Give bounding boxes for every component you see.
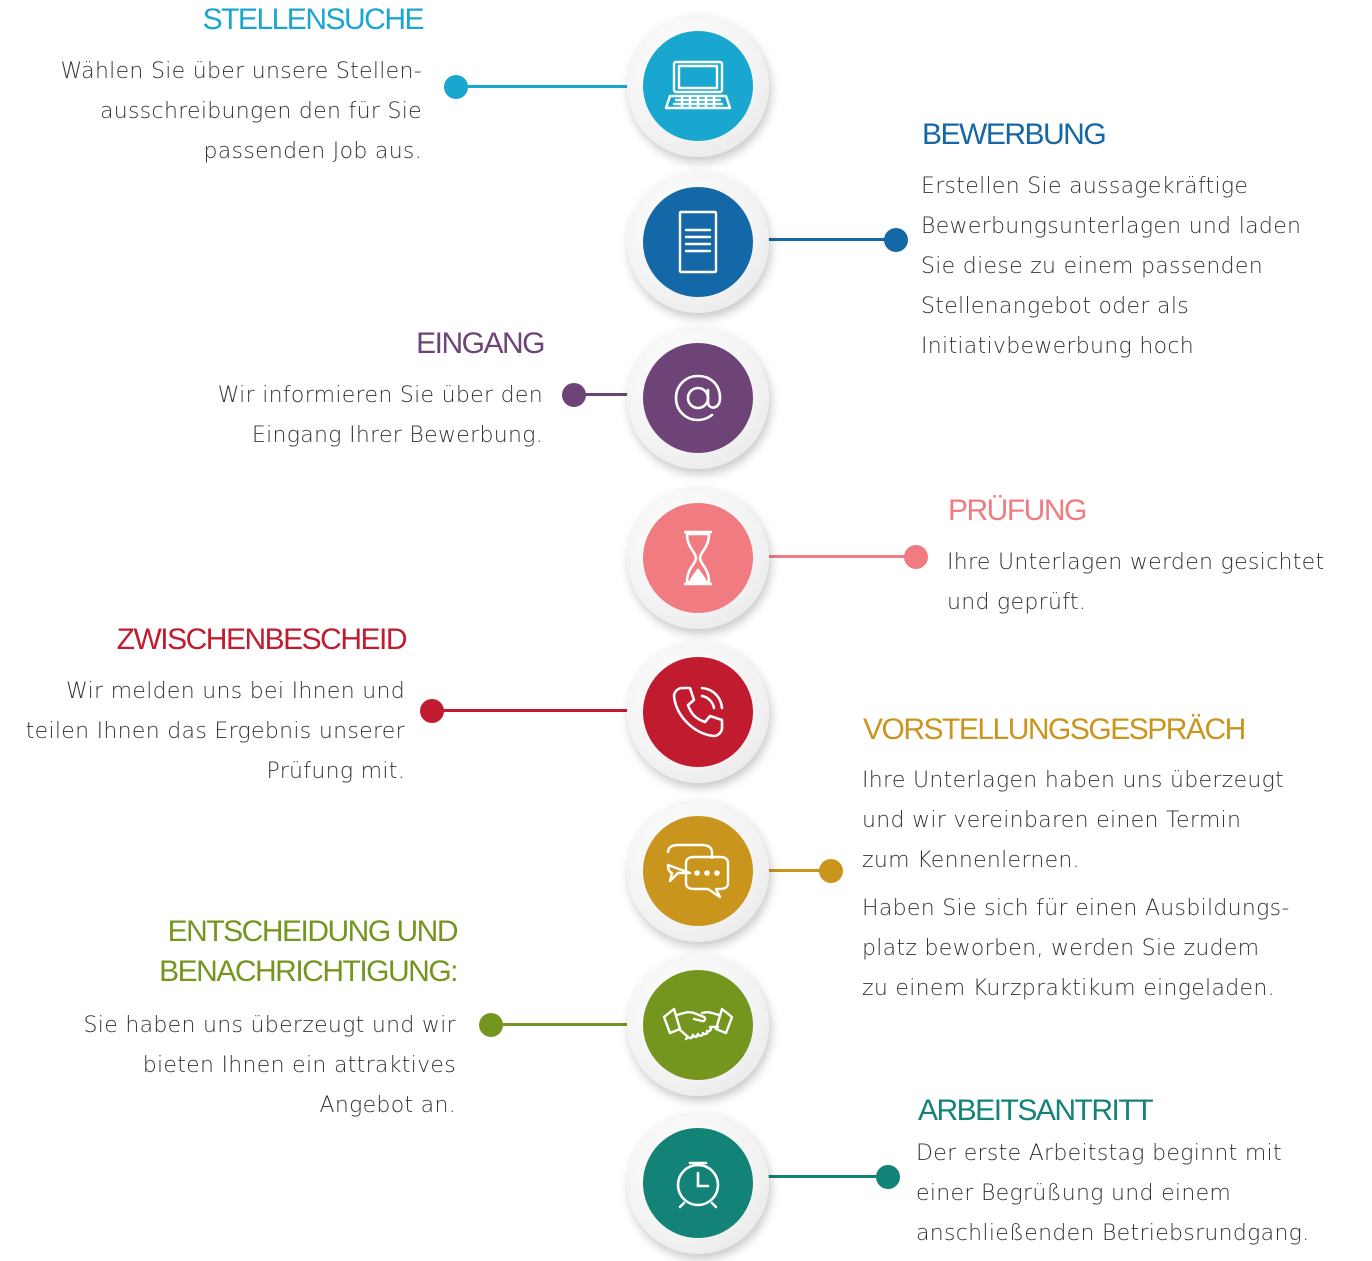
title-text: VORSTELLUNGSGESPRÄCH [863,713,1246,746]
connector-dot [876,1165,900,1189]
title-text: PRÜFUNG [948,494,1087,527]
title-arbeitsantritt: ARBEITSANTRITT [918,1093,1154,1129]
text-line: Erstellen Sie aussagekräftige [921,174,1249,199]
title-text: STELLENSUCHE [202,3,425,36]
text-line: Wählen Sie über unsere Stellen- [60,59,422,84]
step-circle-vorstellungsgespraech [627,800,769,942]
laptop-icon [664,60,732,110]
text-line: Der erste Arbeitstag beginnt mit [916,1141,1282,1166]
text-line: zum Kennenlernen. [862,848,1080,873]
hourglass-icon [684,530,712,586]
text-stellensuche: Wählen Sie über unsere Stellen- ausschre… [0,52,422,172]
text-line: und geprüft. [947,590,1087,615]
step-circle-pruefung [627,487,769,629]
title-text: BENACHRICHTIGUNG: [159,955,458,988]
connector-line [432,709,640,712]
clock-icon [676,1161,720,1209]
step-circle-zwischenbescheid [627,641,769,783]
text-line: zu einem Kurzpraktikum eingeladen. [862,976,1275,1001]
title-text: EINGANG [416,327,545,360]
connector-line [760,238,896,241]
phone-icon [672,686,724,738]
title-vorstellungsgespraech: VORSTELLUNGSGESPRÄCH [863,712,1246,748]
text-vorstellungsgespraech: Ihre Unterlagen haben uns überzeugt und … [862,761,1367,1009]
title-entscheidung: ENTSCHEIDUNG UND BENACHRICHTIGUNG: [159,912,459,992]
text-line: Eingang Ihrer Bewerbung. [251,423,543,448]
connector-line [491,1023,640,1026]
text-line: ausschreibungen den für Sie [100,99,422,124]
text-line: bieten Ihnen ein attraktives [142,1053,456,1078]
step-circle-bewerbung [627,171,769,313]
text-line: Ihre Unterlagen werden gesichtet [947,550,1325,575]
at-sign-icon [674,374,722,422]
title-text: ARBEITSANTRITT [918,1094,1154,1127]
title-eingang: EINGANG [416,326,545,362]
text-line: einer Begrüßung und einem [916,1181,1232,1206]
step-circle-eingang [627,327,769,469]
step-circle-entscheidung [627,954,769,1096]
text-line: Initiativbewerbung hoch [921,334,1194,359]
connector-dot [884,228,908,252]
text-line: passenden Job aus. [203,139,422,164]
connector-dot [904,545,928,569]
step-circle-arbeitsantritt [627,1112,769,1254]
text-line: Ihre Unterlagen haben uns überzeugt [862,768,1285,793]
connector-dot [819,859,843,883]
title-pruefung: PRÜFUNG [948,493,1087,529]
title-stellensuche: STELLENSUCHE [202,2,425,38]
text-pruefung: Ihre Unterlagen werden gesichtet und gep… [947,543,1367,623]
text-line: Stellenangebot oder als [921,294,1189,319]
connector-line [456,85,640,88]
text-line: Wir melden uns bei Ihnen und [66,679,405,704]
speech-bubbles-icon [666,843,730,899]
text-line: teilen Ihnen das Ergebnis unserer [25,719,405,744]
text-line: Sie haben uns überzeugt und wir [83,1013,456,1038]
text-bewerbung: Erstellen Sie aussagekräftige Bewerbungs… [921,167,1361,367]
text-arbeitsantritt: Der erste Arbeitstag beginnt mit einer B… [916,1134,1368,1254]
connector-line [574,393,640,396]
text-eingang: Wir informieren Sie über den Eingang Ihr… [123,376,543,456]
title-text: ENTSCHEIDUNG UND [167,915,459,948]
text-line: Haben Sie sich für einen Ausbildungs- [862,896,1290,921]
text-line: platz beworben, werden Sie zudem [862,936,1260,961]
connector-line [760,555,918,558]
connector-line [760,869,832,872]
document-icon [678,210,718,274]
title-zwischenbescheid: ZWISCHENBESCHEID [116,622,408,658]
text-line: Sie diese zu einem passenden [921,254,1263,279]
handshake-icon [662,1007,734,1041]
title-text: ZWISCHENBESCHEID [116,623,408,656]
title-bewerbung: BEWERBUNG [922,117,1107,153]
text-line: Angebot an. [319,1093,456,1118]
step-circle-stellensuche [627,15,769,157]
text-line: anschließenden Betriebsrundgang. [916,1221,1310,1246]
title-text: BEWERBUNG [922,118,1107,151]
text-line: Prüfung mit. [266,759,405,784]
text-line: Wir informieren Sie über den [217,383,543,408]
text-zwischenbescheid: Wir melden uns bei Ihnen und teilen Ihne… [0,672,405,792]
text-line: Bewerbungsunterlagen und laden [921,214,1302,239]
connector-line [760,1175,888,1178]
text-entscheidung: Sie haben uns überzeugt und wir bieten I… [26,1006,456,1126]
text-line: und wir vereinbaren einen Termin [862,808,1242,833]
